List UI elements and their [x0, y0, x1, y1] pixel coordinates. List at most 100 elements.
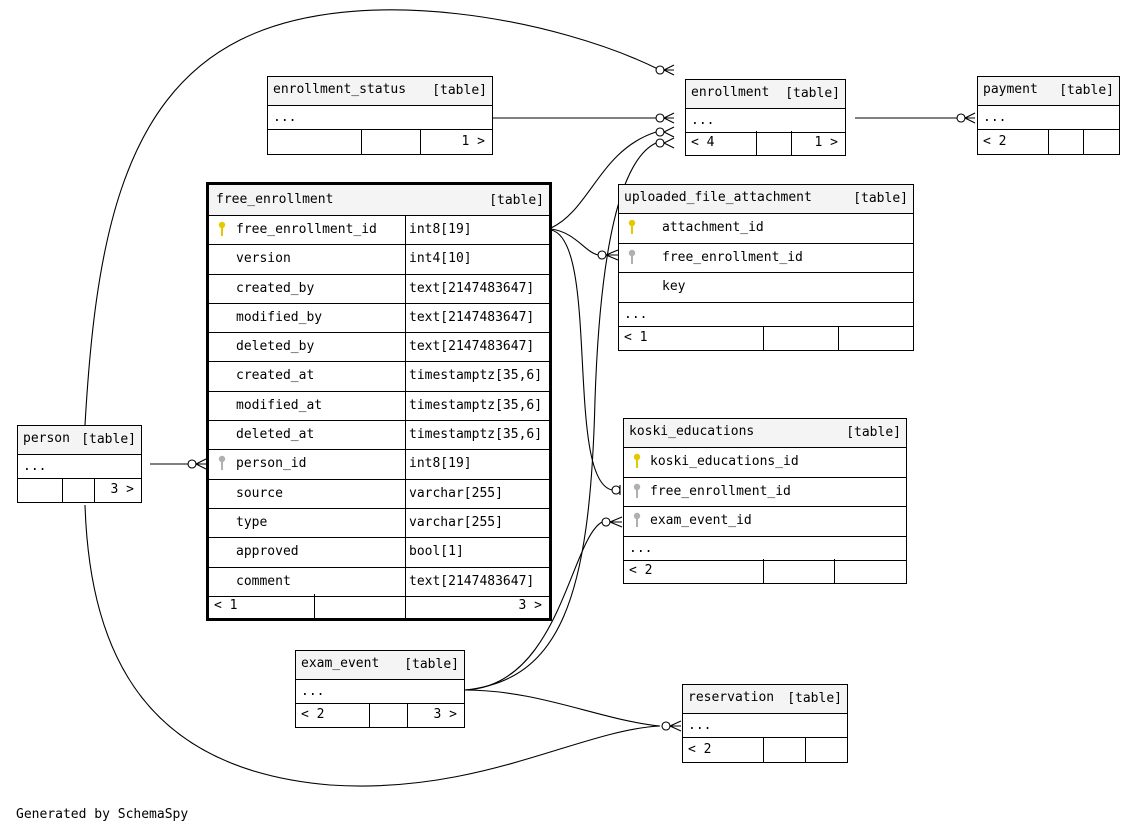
collapsed-columns-row: ... [624, 537, 906, 561]
parents-count[interactable]: < 2 [301, 707, 325, 722]
edge-end-marker [956, 113, 966, 123]
table-kind: [table] [785, 86, 840, 101]
foreign-key-icon [628, 249, 636, 264]
column-name: deleted_by [236, 339, 315, 355]
table-payment[interactable]: payment [table] ... < 2 [977, 76, 1120, 155]
table-name: uploaded_file_attachment [624, 190, 812, 205]
parents-count[interactable]: < 4 [691, 135, 715, 150]
edge-end-marker [601, 517, 611, 527]
primary-key-icon [218, 221, 226, 236]
ellipsis: ... [273, 110, 297, 125]
table-footer: < 1 [619, 326, 913, 350]
column-divider [405, 450, 406, 479]
ellipsis: ... [23, 459, 47, 474]
ellipsis: ... [624, 306, 648, 322]
foreign-key-icon [633, 512, 641, 527]
children-count[interactable]: 1 > [461, 134, 485, 149]
column-type: text[2147483647] [409, 309, 535, 325]
column-row: free_enrollment_id [624, 478, 906, 507]
column-divider [405, 216, 406, 245]
column-name: attachment_id [662, 220, 764, 235]
footer-divider [834, 559, 835, 583]
table-enrollment[interactable]: enrollment [table] ... < 4 1 > [685, 79, 846, 156]
table-free-enrollment[interactable]: free_enrollment [table] free_enrollment_… [206, 182, 552, 621]
column-type: timestamptz[35,6] [409, 368, 543, 384]
parents-count[interactable]: < 2 [688, 742, 712, 757]
column-name: free_enrollment_id [650, 483, 791, 499]
table-footer: < 1 3 > [209, 594, 549, 618]
children-count[interactable]: 3 > [518, 598, 542, 613]
table-footer: < 2 [978, 130, 1119, 154]
table-reservation[interactable]: reservation [table] ... < 2 [682, 684, 848, 763]
table-name: payment [983, 82, 1038, 97]
parents-count[interactable]: < 2 [629, 563, 653, 578]
table-enrollment-status[interactable]: enrollment_status [table] ... 1 > [267, 76, 493, 155]
foreign-key-icon [633, 483, 641, 498]
footer-divider [756, 131, 757, 155]
table-koski-educations[interactable]: koski_educations [table] koski_education… [623, 418, 907, 584]
table-header: koski_educations [table] [624, 419, 906, 448]
column-type: int8[19] [409, 456, 472, 472]
footer-divider [763, 559, 764, 583]
footer-divider [62, 478, 63, 502]
table-header: exam_event [table] [296, 651, 464, 680]
column-name: deleted_at [236, 427, 315, 443]
children-count[interactable]: 1 > [814, 135, 838, 150]
crowfoot [669, 720, 682, 732]
edge-end-marker [611, 485, 621, 495]
footer-divider [1048, 130, 1049, 154]
edge-free-enrollment-koski [550, 229, 613, 491]
table-name: koski_educations [629, 424, 755, 439]
primary-key-icon [628, 219, 636, 234]
footer-divider [763, 326, 764, 350]
column-name: created_by [236, 280, 315, 296]
column-divider [405, 508, 406, 538]
children-count[interactable]: 3 > [433, 707, 457, 722]
table-uploaded-file-attachment[interactable]: uploaded_file_attachment [table] attachm… [618, 184, 914, 351]
footer-divider [407, 703, 408, 727]
table-kind: [table] [853, 191, 908, 206]
column-name: type [236, 514, 268, 530]
footer-divider [314, 594, 315, 618]
table-name: reservation [688, 690, 775, 705]
primary-key-icon [633, 453, 641, 468]
column-row: exam_event_id [624, 507, 906, 537]
column-type: text[2147483647] [409, 573, 535, 589]
crowfoot [663, 112, 675, 124]
table-footer: 1 > [268, 130, 492, 154]
column-row: attachment_id [619, 214, 913, 244]
footer-divider [420, 130, 421, 154]
table-name: enrollment [691, 85, 770, 100]
crowfoot [663, 126, 675, 138]
parents-count[interactable]: < 1 [624, 330, 648, 345]
column-divider [405, 303, 406, 333]
edge-free-enrollment-attachment [550, 228, 599, 256]
column-type: text[2147483647] [409, 280, 535, 296]
table-kind: [table] [404, 657, 459, 672]
crowfoot [663, 64, 675, 76]
footer-divider [838, 326, 839, 350]
column-divider [405, 421, 406, 450]
column-name: free_enrollment_id [662, 249, 803, 265]
parents-count[interactable]: < 2 [983, 134, 1007, 149]
crowfoot [609, 516, 623, 528]
edge-free-enrollment-enrollment [550, 131, 657, 229]
children-count[interactable]: 3 > [110, 482, 134, 497]
table-kind: [table] [846, 425, 901, 440]
crowfoot [195, 458, 207, 470]
table-kind: [table] [1059, 83, 1114, 98]
table-exam-event[interactable]: exam_event [table] ... < 2 3 > [295, 650, 465, 728]
crowfoot [663, 137, 675, 149]
column-name: free_enrollment_id [236, 222, 377, 237]
parents-count[interactable]: < 1 [214, 598, 238, 613]
edge-person-reservation [84, 504, 661, 787]
column-row: koski_educations_id [624, 448, 906, 478]
table-person[interactable]: person [table] ... 3 > [17, 425, 142, 503]
